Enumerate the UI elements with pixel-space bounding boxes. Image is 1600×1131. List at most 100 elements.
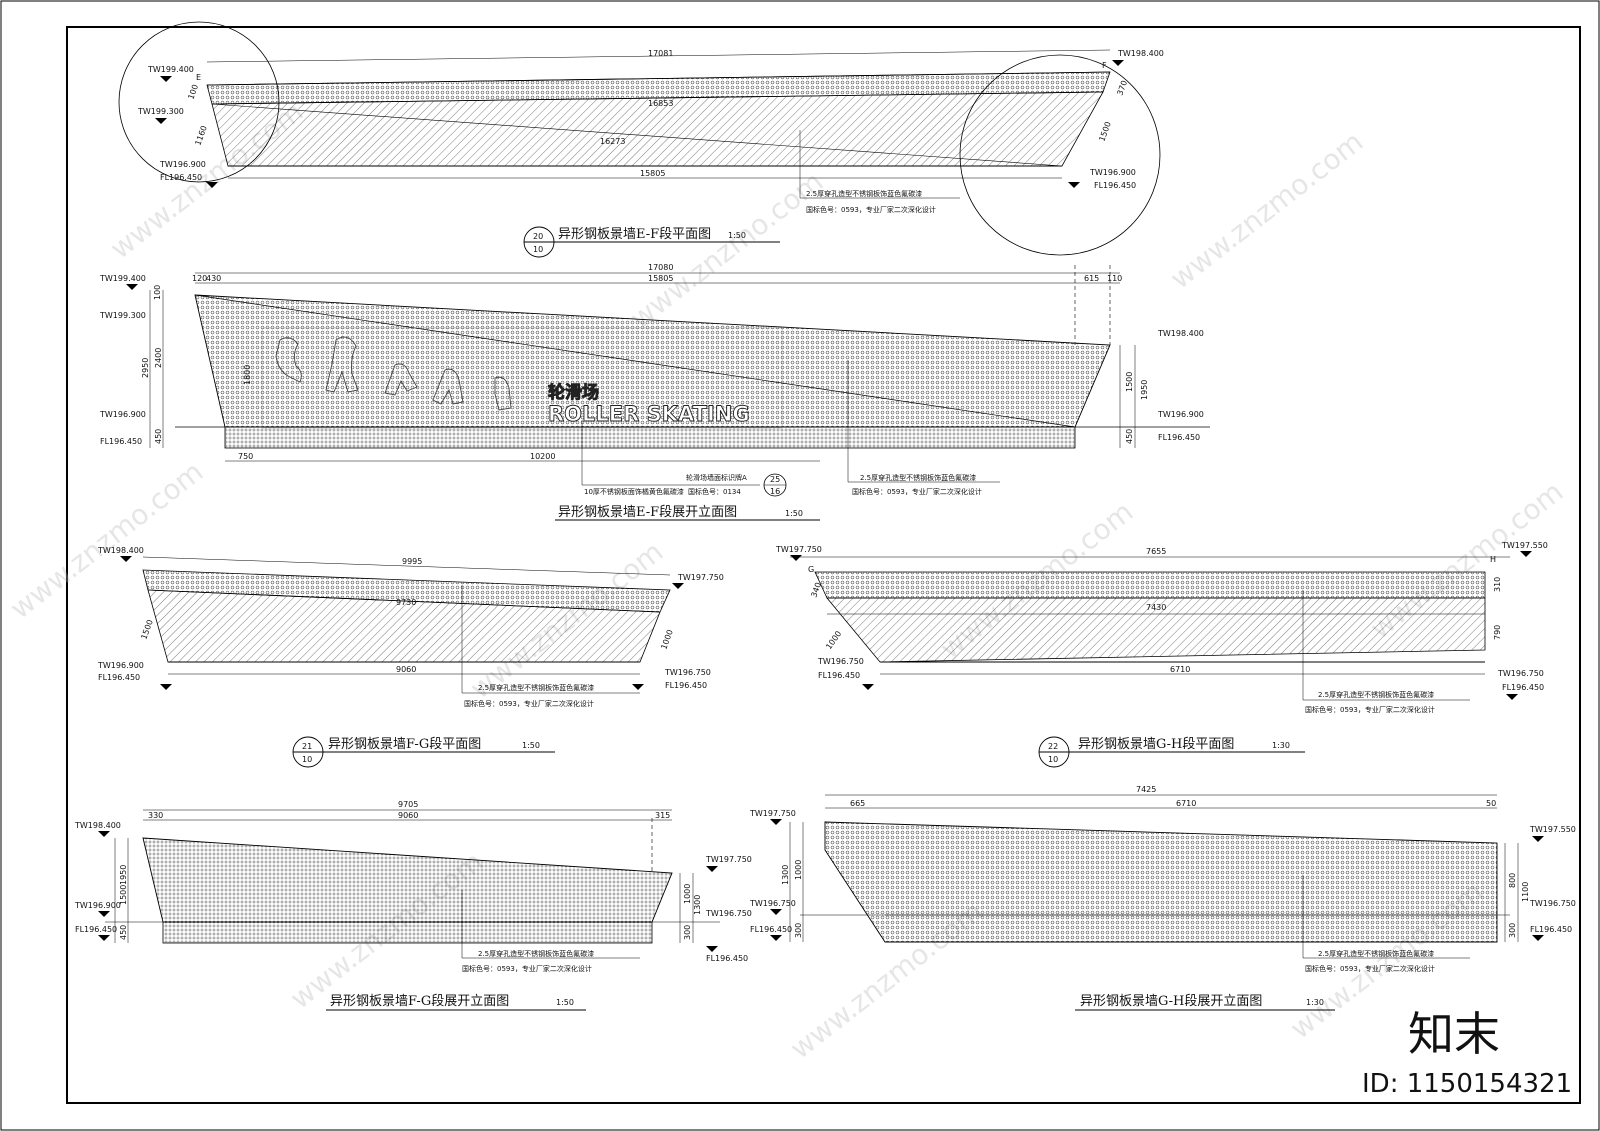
ef-elev-note-a2: 10厚不锈钢板面饰橘黄色氟碳漆: [584, 487, 684, 496]
fg-plan: 9995 9730 9060 TW198.400 TW197.750 TW196…: [97, 546, 724, 768]
gh-plan-tw-tr: TW197.550: [1501, 541, 1548, 550]
ef-elev-h-1950: 1950: [1140, 380, 1149, 400]
ef-elev-note-1: 2.5厚穿孔造型不锈钢板饰蓝色氟碳漆: [860, 473, 976, 482]
ef-plan: 17081 16853 16273 15805 TW199.400 TW199.…: [118, 21, 1164, 258]
gh-plan-num-bottom: 10: [1048, 755, 1058, 764]
ef-plan-label-e: E: [196, 73, 201, 82]
gh-plan-note-1: 2.5厚穿孔造型不锈钢板饰蓝色氟碳漆: [1318, 690, 1434, 699]
gh-plan-tw-bl2: FL196.450: [818, 671, 860, 680]
ef-plan-dim-diag: 16273: [600, 137, 625, 146]
fg-plan-tw-tr: TW197.750: [677, 573, 724, 582]
ef-plan-note-2: 国标色号：0593，专业厂家二次深化设计: [806, 205, 936, 214]
ef-plan-label-f: F: [1102, 61, 1107, 70]
ef-elev-ref-top: 25: [770, 475, 780, 484]
gh-elev-tw-mr: TW196.750: [1529, 899, 1576, 908]
fg-elev-h-300: 300: [683, 925, 692, 940]
gh-elev-h-1000: 1000: [794, 860, 803, 880]
ef-elev-dim-main: 15805: [648, 274, 673, 283]
skater-figures: [275, 336, 512, 411]
gh-elev-dim-total: 7425: [1136, 785, 1156, 794]
ef-elev-h-100: 100: [153, 285, 162, 300]
ef-elev-dim-bottom-a: 750: [238, 452, 253, 461]
gh-plan-title: 异形钢板景墙G-H段平面图: [1078, 737, 1234, 752]
gh-plan-tw-tl: TW197.750: [775, 545, 822, 554]
fg-elev-tw-tl: TW198.400: [74, 821, 121, 830]
fg-plan-dim-top: 9995: [402, 557, 422, 566]
ef-plan-tw-bl1: TW196.900: [159, 160, 206, 169]
fg-elev-tw-tr: TW197.750: [705, 855, 752, 864]
fg-elev-tw-br: FL196.450: [706, 954, 748, 963]
ef-plan-side-left2: 1160: [193, 124, 208, 146]
ef-elev-tw-ml: TW199.300: [99, 311, 146, 320]
ef-plan-num-top: 20: [533, 232, 543, 241]
gh-plan-side-left1: 340: [809, 581, 823, 598]
fg-plan-tw-tl: TW198.400: [97, 546, 144, 555]
gh-elev-h-800: 800: [1508, 873, 1517, 888]
ef-elev-sign-en: ROLLER SKATING: [548, 402, 750, 426]
ef-plan-note-1: 2.5厚穿孔造型不锈钢板饰蓝色氟碳漆: [806, 189, 922, 198]
fg-elev-title: 异形钢板景墙F-G段展开立面图: [330, 994, 509, 1009]
gh-plan-side-right2: 790: [1493, 625, 1502, 640]
gh-elev-h-1100: 1100: [1521, 882, 1530, 902]
fg-elev-dim-main: 9060: [398, 811, 418, 820]
fg-plan-note-1: 2.5厚穿孔造型不锈钢板饰蓝色氟碳漆: [478, 683, 594, 692]
gh-plan-dim-mid: 7430: [1146, 603, 1166, 612]
ef-plan-title: 异形钢板景墙E-F段平面图: [558, 227, 711, 242]
fg-elev-h-1950: 1950: [119, 865, 128, 885]
gh-elevation: 7425 665 6710 50 1300 1000 300 TW197.750…: [749, 785, 1576, 1011]
ef-elev-h-1500: 1500: [1125, 372, 1134, 392]
ef-elev-tw-bl1: TW196.900: [99, 410, 146, 419]
fg-elev-tw-bl: FL196.450: [75, 925, 117, 934]
fg-elev-h-1500: 1500: [119, 885, 128, 905]
ef-plan-num-bottom: 10: [533, 245, 543, 254]
fg-elev-dim-r: 315: [655, 811, 670, 820]
gh-elev-panel: [824, 821, 1498, 943]
fg-elev-dim-total: 9705: [398, 800, 418, 809]
ef-elev-ref-bottom: 16: [770, 487, 780, 496]
gh-plan-side-left2: 1000: [824, 629, 843, 651]
ef-elev-dim-r2: 110: [1107, 274, 1122, 283]
gh-elev-dim-main: 6710: [1176, 799, 1196, 808]
gh-plan-side-right1: 310: [1493, 577, 1502, 592]
fg-plan-tw-br2: FL196.450: [665, 681, 707, 690]
gh-plan-tw-br2: FL196.450: [1502, 683, 1544, 692]
ef-plan-tw-tl: TW199.400: [147, 65, 194, 74]
ef-elev-dim-r1: 615: [1084, 274, 1099, 283]
watermark-text: www.znzmo.com: [624, 165, 829, 336]
ef-elev-tw-tl: TW199.400: [99, 274, 146, 283]
ef-elev-title: 异形钢板景墙E-F段展开立面图: [558, 505, 737, 520]
ef-elev-scale: 1:50: [785, 509, 803, 518]
ef-elev-dim-bottom-b: 10200: [530, 452, 555, 461]
fg-elev-h-450: 450: [119, 925, 128, 940]
gh-elev-h-1300: 1300: [781, 865, 790, 885]
gh-elev-tw-tl: TW197.750: [749, 809, 796, 818]
fg-plan-dim-bottom: 9060: [396, 665, 416, 674]
fg-elev-tw-ml: TW196.900: [74, 901, 121, 910]
gh-plan-scale: 1:30: [1272, 741, 1290, 750]
ef-elev-tw-bl2: FL196.450: [100, 437, 142, 446]
fg-elev-note-2: 国标色号：0593，专业厂家二次深化设计: [462, 964, 592, 973]
ef-elev-tw-br2: FL196.450: [1158, 433, 1200, 442]
ef-elevation: 轮滑场 ROLLER SKATING 17080 15805 120 430 6…: [99, 263, 1210, 521]
ef-elev-note-2: 国标色号：0593，专业厂家二次深化设计: [852, 487, 982, 496]
ef-elev-note-a1: 轮滑场墙面标识牌A: [686, 473, 747, 482]
gh-plan-label-g: G: [808, 565, 814, 574]
ef-elev-dim-l1: 120: [192, 274, 207, 283]
fg-plan-num-top: 21: [302, 742, 312, 751]
gh-elev-note-1: 2.5厚穿孔造型不锈钢板饰蓝色氟碳漆: [1318, 949, 1434, 958]
gh-plan-dim-bottom: 6710: [1170, 665, 1190, 674]
inner-border: [66, 26, 1581, 1104]
ef-elev-sign-cn: 轮滑场: [548, 382, 599, 403]
fg-plan-side-left: 1500: [139, 618, 154, 640]
fg-elev-scale: 1:50: [556, 998, 574, 1007]
gh-plan: 7655 7430 6710 TW197.750 TW197.550 TW196…: [775, 541, 1548, 768]
ef-plan-tw-tr: TW198.400: [1117, 49, 1164, 58]
gh-plan-tw-br1: TW196.750: [1497, 669, 1544, 678]
fg-plan-tw-bl1: TW196.900: [97, 661, 144, 670]
fg-plan-num-bottom: 10: [302, 755, 312, 764]
ef-elev-tw-br1: TW196.900: [1157, 410, 1204, 419]
gh-elev-tw-tr: TW197.550: [1529, 825, 1576, 834]
ef-plan-tw-br2: FL196.450: [1094, 181, 1136, 190]
fg-plan-note-2: 国标色号：0593，专业厂家二次深化设计: [464, 699, 594, 708]
